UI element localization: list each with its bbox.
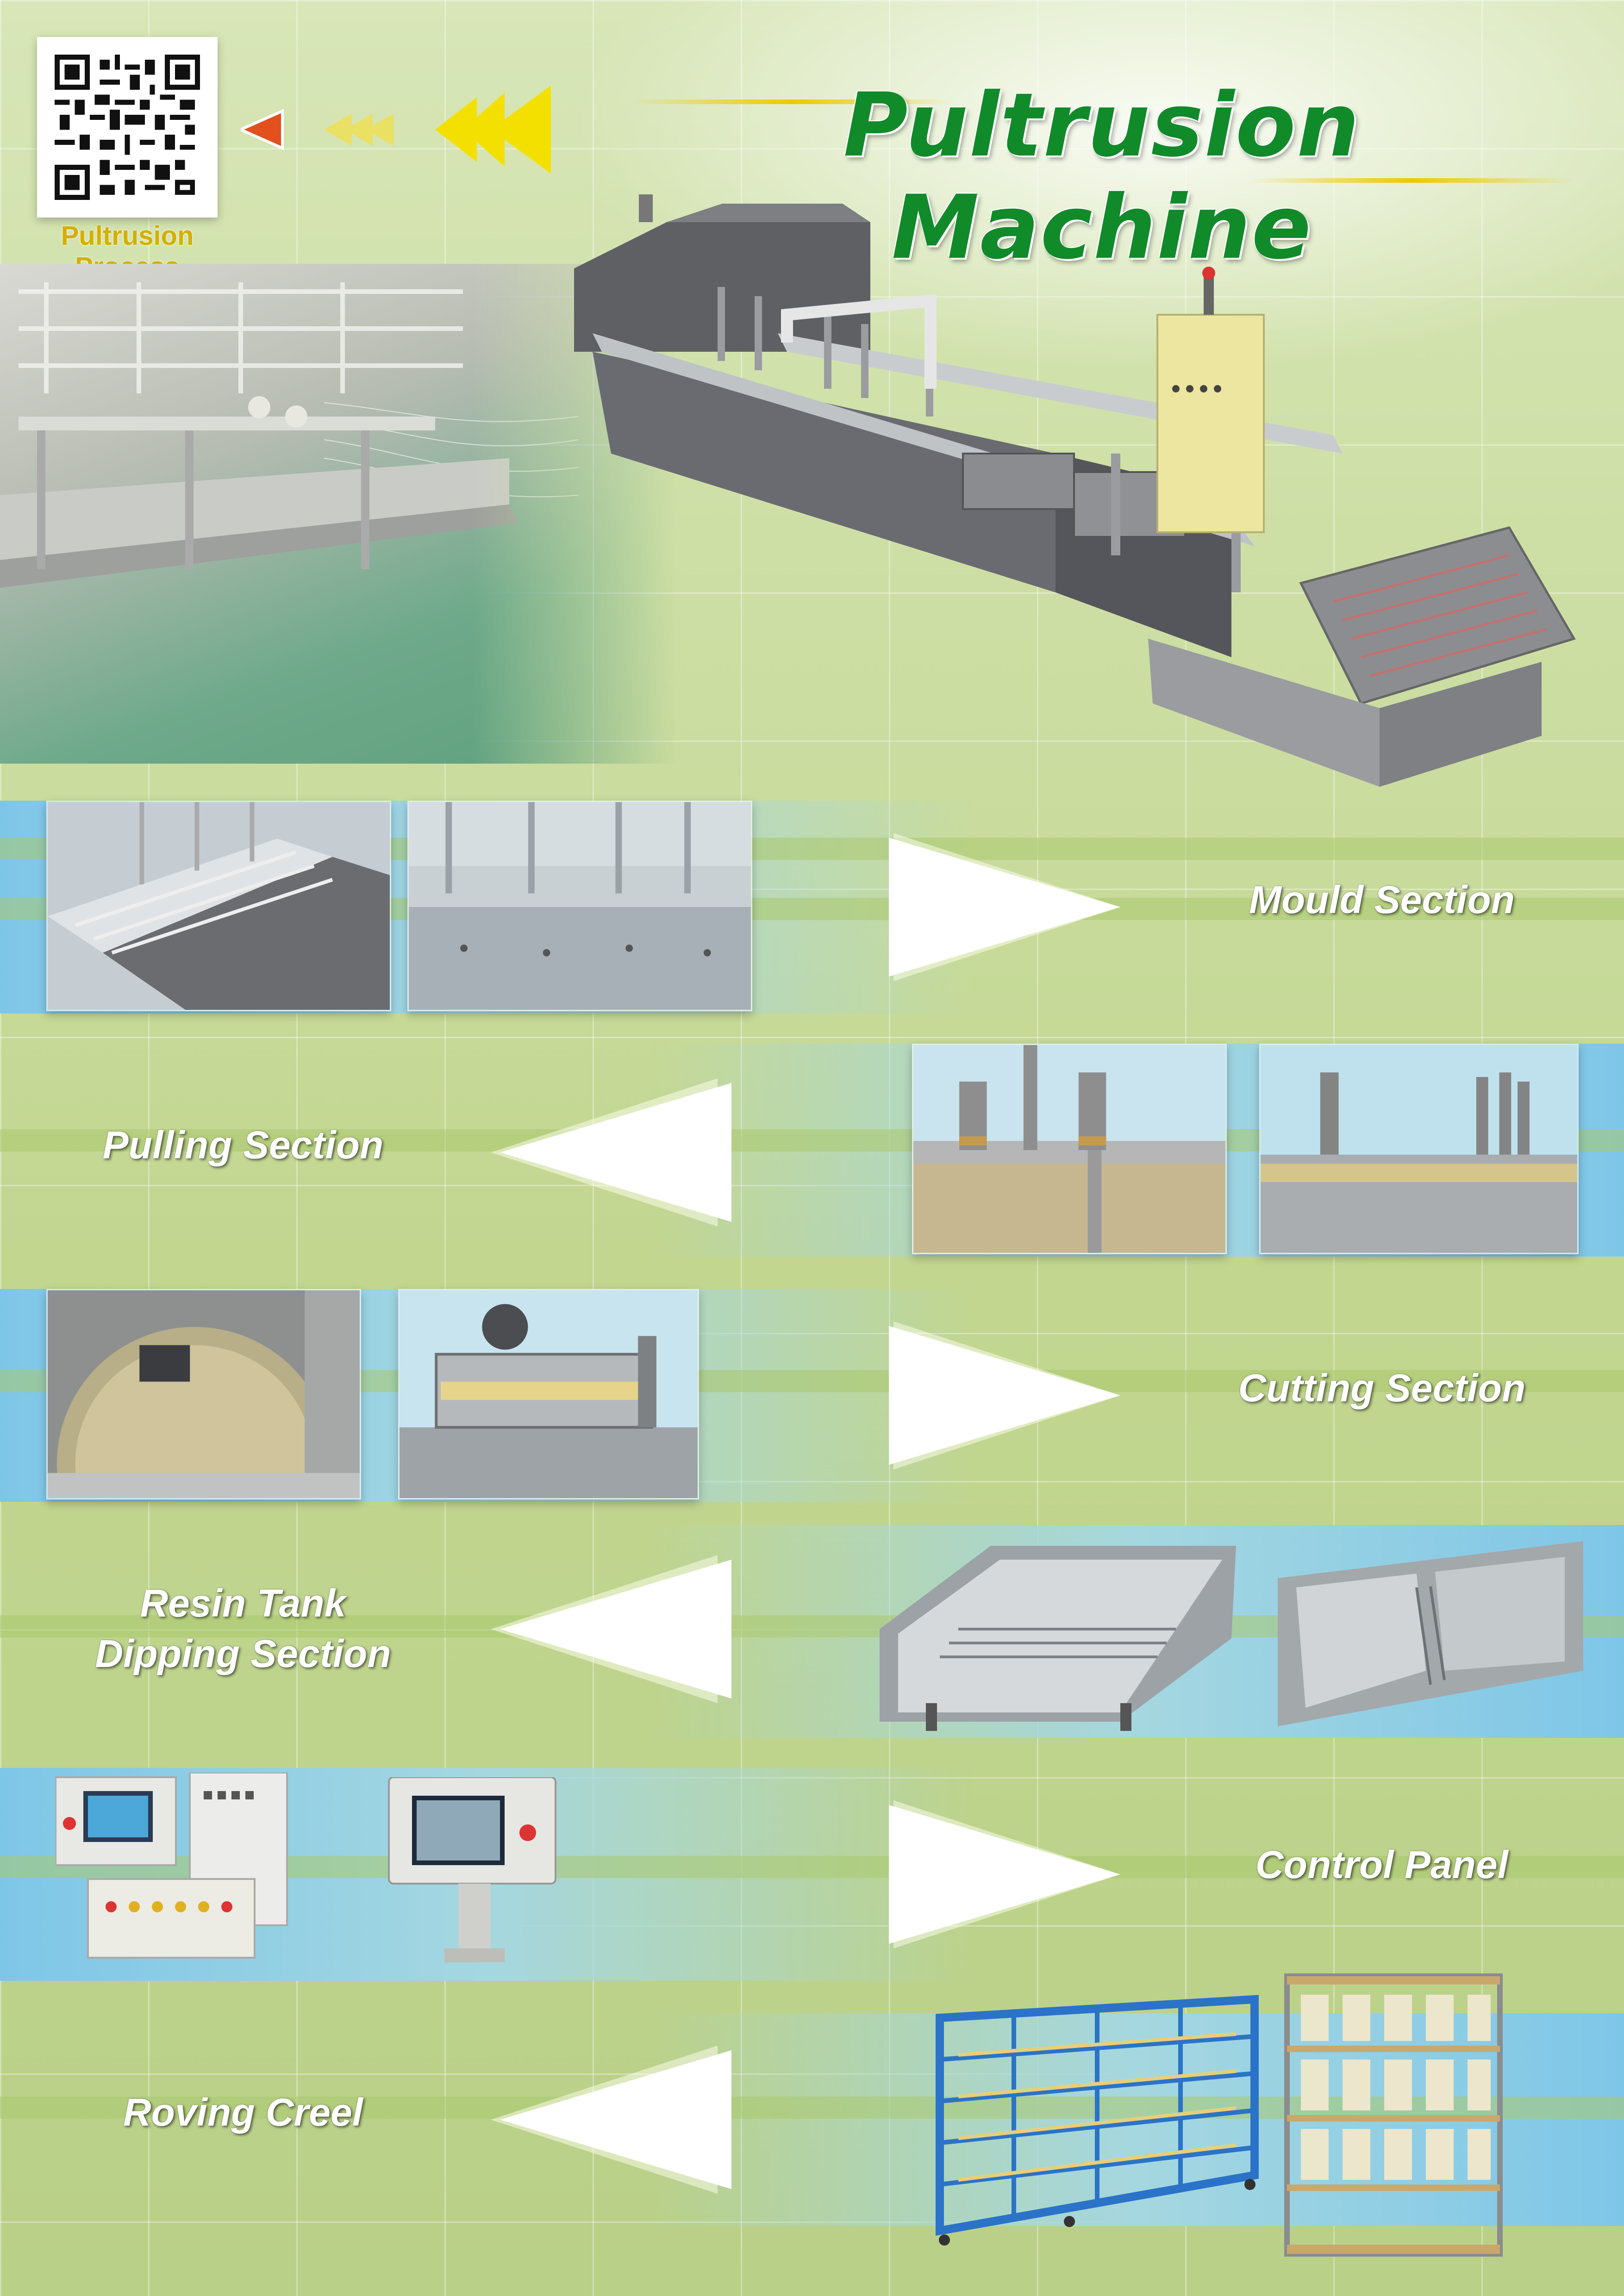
title-underline-top: [630, 100, 954, 104]
section-label-resin-line2: Dipping Section: [95, 1632, 391, 1676]
qr-code-icon[interactable]: [37, 37, 218, 218]
triangle-left-icon: [491, 1550, 731, 1708]
page-title: Pultrusion Machine: [843, 74, 1361, 279]
chevron-left-icon: [324, 113, 394, 146]
cutting-photo-1: [46, 1289, 361, 1500]
pulling-photo-1: [912, 1044, 1227, 1254]
section-label-control: Control Panel: [1255, 1843, 1509, 1886]
roving-creel-photo-1: [931, 1990, 1264, 2249]
triangle-right-icon: [880, 1317, 1120, 1474]
pulling-photo-2: [1259, 1044, 1579, 1254]
section-label-pulling: Pulling Section: [102, 1123, 384, 1167]
mould-photo-1: [46, 801, 391, 1011]
triangle-left-icon: [491, 2041, 731, 2198]
resin-tank-photo-2: [1278, 1532, 1583, 1726]
triangle-left-icon: [491, 1074, 731, 1231]
roving-creel-photo-2: [1268, 1967, 1528, 2272]
pointer-arrows: [241, 86, 551, 174]
section-label-mould: Mould Section: [1249, 878, 1515, 921]
factory-photo: [0, 264, 676, 764]
chevron-left-icon: [435, 86, 551, 174]
triangle-right-icon: [880, 828, 1120, 986]
pultrusion-machine-illustration: [574, 194, 1576, 787]
control-panel-photo-2: [384, 1777, 560, 1972]
triangle-right-icon: [880, 1796, 1120, 1953]
section-label-resin-line1: Resin Tank: [140, 1581, 346, 1625]
title-underline-bottom: [1250, 178, 1574, 183]
section-label-creel: Roving Creel: [123, 2091, 363, 2134]
triangle-left-icon: [241, 109, 284, 150]
mould-photo-2: [407, 801, 752, 1011]
section-label-resin: Resin Tank Dipping Section: [46, 1578, 440, 1679]
section-label-cutting: Cutting Section: [1238, 1366, 1526, 1410]
resin-tank-photo-1: [870, 1527, 1236, 1731]
qr-block: Pultrusion Process: [37, 37, 218, 282]
cutting-photo-2: [398, 1289, 699, 1500]
control-panel-photo-1: [56, 1773, 292, 1967]
